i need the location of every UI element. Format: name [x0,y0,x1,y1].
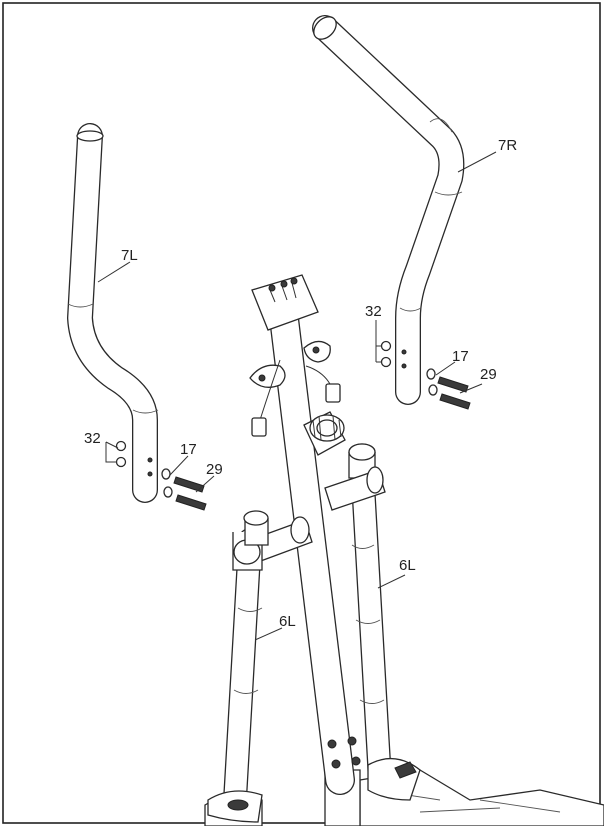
handlebar-left [67,123,159,503]
label-handlebar-7l: 7L [121,247,138,264]
label-arm-6l-left: 6L [279,613,296,630]
hardware-right [380,340,471,410]
label-spacer-17-right: 17 [452,348,469,365]
arm-left [207,510,313,823]
label-arm-6l-right: 6L [399,557,416,574]
leader-lines [97,151,497,641]
label-washer-32-left: 32 [84,430,101,447]
console-plate [249,274,341,437]
label-spacer-17-left: 17 [180,441,197,458]
label-bolt-29-left: 29 [206,461,223,478]
label-handlebar-7r: 7R [498,137,517,154]
label-washer-32-right: 32 [365,303,382,320]
label-bolt-29-right: 29 [480,366,497,383]
handlebar-right [312,15,465,405]
arm-right [324,443,421,801]
tension-knob [303,411,346,456]
center-mast [268,295,361,795]
